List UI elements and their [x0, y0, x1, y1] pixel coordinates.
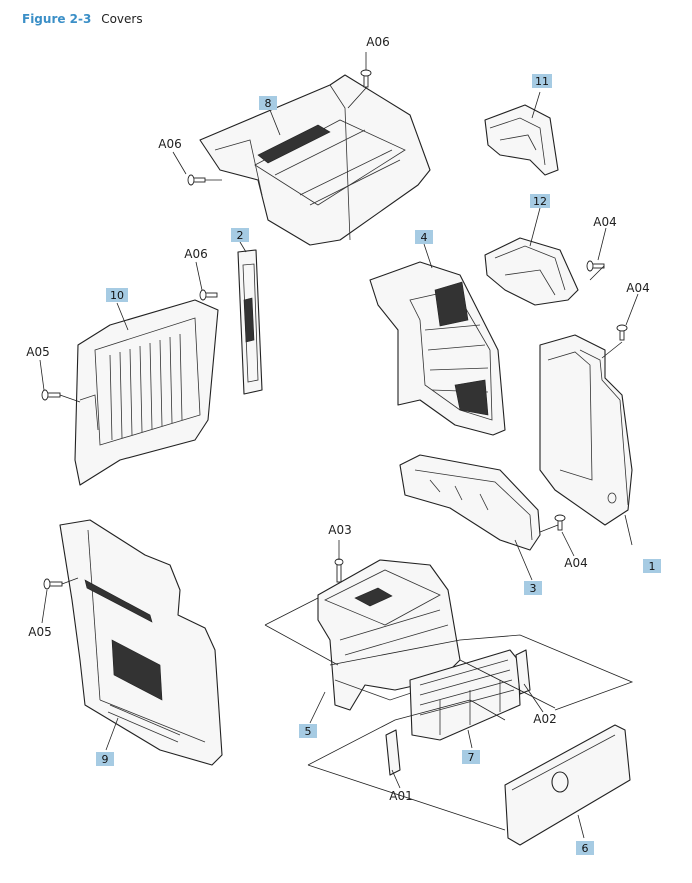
- callout-1: 1: [643, 559, 661, 573]
- svg-text:1: 1: [649, 560, 656, 573]
- part-4-side-frame: [369, 261, 506, 436]
- figure-title: Covers: [101, 12, 143, 26]
- part-6-tray-door: [504, 724, 631, 846]
- callout-12: 12: [530, 194, 550, 208]
- ref-a04-bottom: A04: [564, 556, 587, 570]
- screw-a04-top: [586, 260, 605, 272]
- part-1-right-cover: [539, 334, 633, 526]
- part-7-tray-frame: [409, 649, 521, 741]
- ref-a02: A02: [533, 712, 556, 726]
- svg-text:9: 9: [102, 753, 109, 766]
- part-2-strip: [237, 249, 263, 395]
- part-a01-hinge: [385, 729, 401, 776]
- callout-10: 10: [106, 288, 128, 302]
- screw-a06-left: [187, 174, 206, 186]
- ref-a05-left: A05: [26, 345, 49, 359]
- ref-a05-bottom: A05: [28, 625, 51, 639]
- figure-caption: Figure 2-3 Covers: [22, 12, 143, 26]
- ref-a06-mid: A06: [184, 247, 207, 261]
- ref-a06-top: A06: [366, 35, 389, 49]
- screw-a06-top: [360, 69, 372, 88]
- svg-text:2: 2: [237, 229, 244, 242]
- part-9-left-cover: [59, 519, 223, 766]
- ref-a03: A03: [328, 523, 351, 537]
- callout-7: 7: [462, 750, 480, 764]
- callout-4: 4: [415, 230, 433, 244]
- ref-a04-top: A04: [593, 215, 616, 229]
- leader-lines: [39, 52, 639, 839]
- screw-a04-right: [616, 324, 628, 341]
- svg-text:7: 7: [468, 751, 475, 764]
- vent-grille: [111, 639, 163, 701]
- svg-text:3: 3: [530, 582, 537, 595]
- part-12-cover: [484, 237, 579, 306]
- callout-2: 2: [231, 228, 249, 242]
- part-8-top-cover: [199, 74, 431, 246]
- ref-a06-left: A06: [158, 137, 181, 151]
- screw-a06-mid: [199, 289, 218, 301]
- screw-a05-left: [41, 389, 61, 401]
- svg-text:6: 6: [582, 842, 589, 855]
- ref-a01: A01: [389, 789, 412, 803]
- ref-a04-right: A04: [626, 281, 649, 295]
- part-10-rear-door: [74, 299, 219, 486]
- svg-text:8: 8: [265, 97, 272, 110]
- callout-8: 8: [259, 96, 277, 110]
- svg-text:5: 5: [305, 725, 312, 738]
- svg-text:12: 12: [533, 195, 547, 208]
- callout-6: 6: [576, 841, 594, 855]
- screw-a04-bottom: [554, 514, 566, 531]
- callout-9: 9: [96, 752, 114, 766]
- callout-11: 11: [532, 74, 552, 88]
- callout-3: 3: [524, 581, 542, 595]
- figure-label: Figure 2-3: [22, 12, 92, 26]
- part-11-cover: [484, 104, 559, 176]
- part-5-front-assembly: [317, 559, 461, 711]
- callout-5: 5: [299, 724, 317, 738]
- part-a02-hinge: [515, 649, 531, 695]
- svg-text:4: 4: [421, 231, 428, 244]
- svg-text:10: 10: [110, 289, 124, 302]
- svg-text:11: 11: [535, 75, 549, 88]
- screw-a03: [334, 558, 344, 583]
- screw-a05-bottom: [43, 578, 63, 590]
- part-3-lower-frame: [399, 454, 541, 551]
